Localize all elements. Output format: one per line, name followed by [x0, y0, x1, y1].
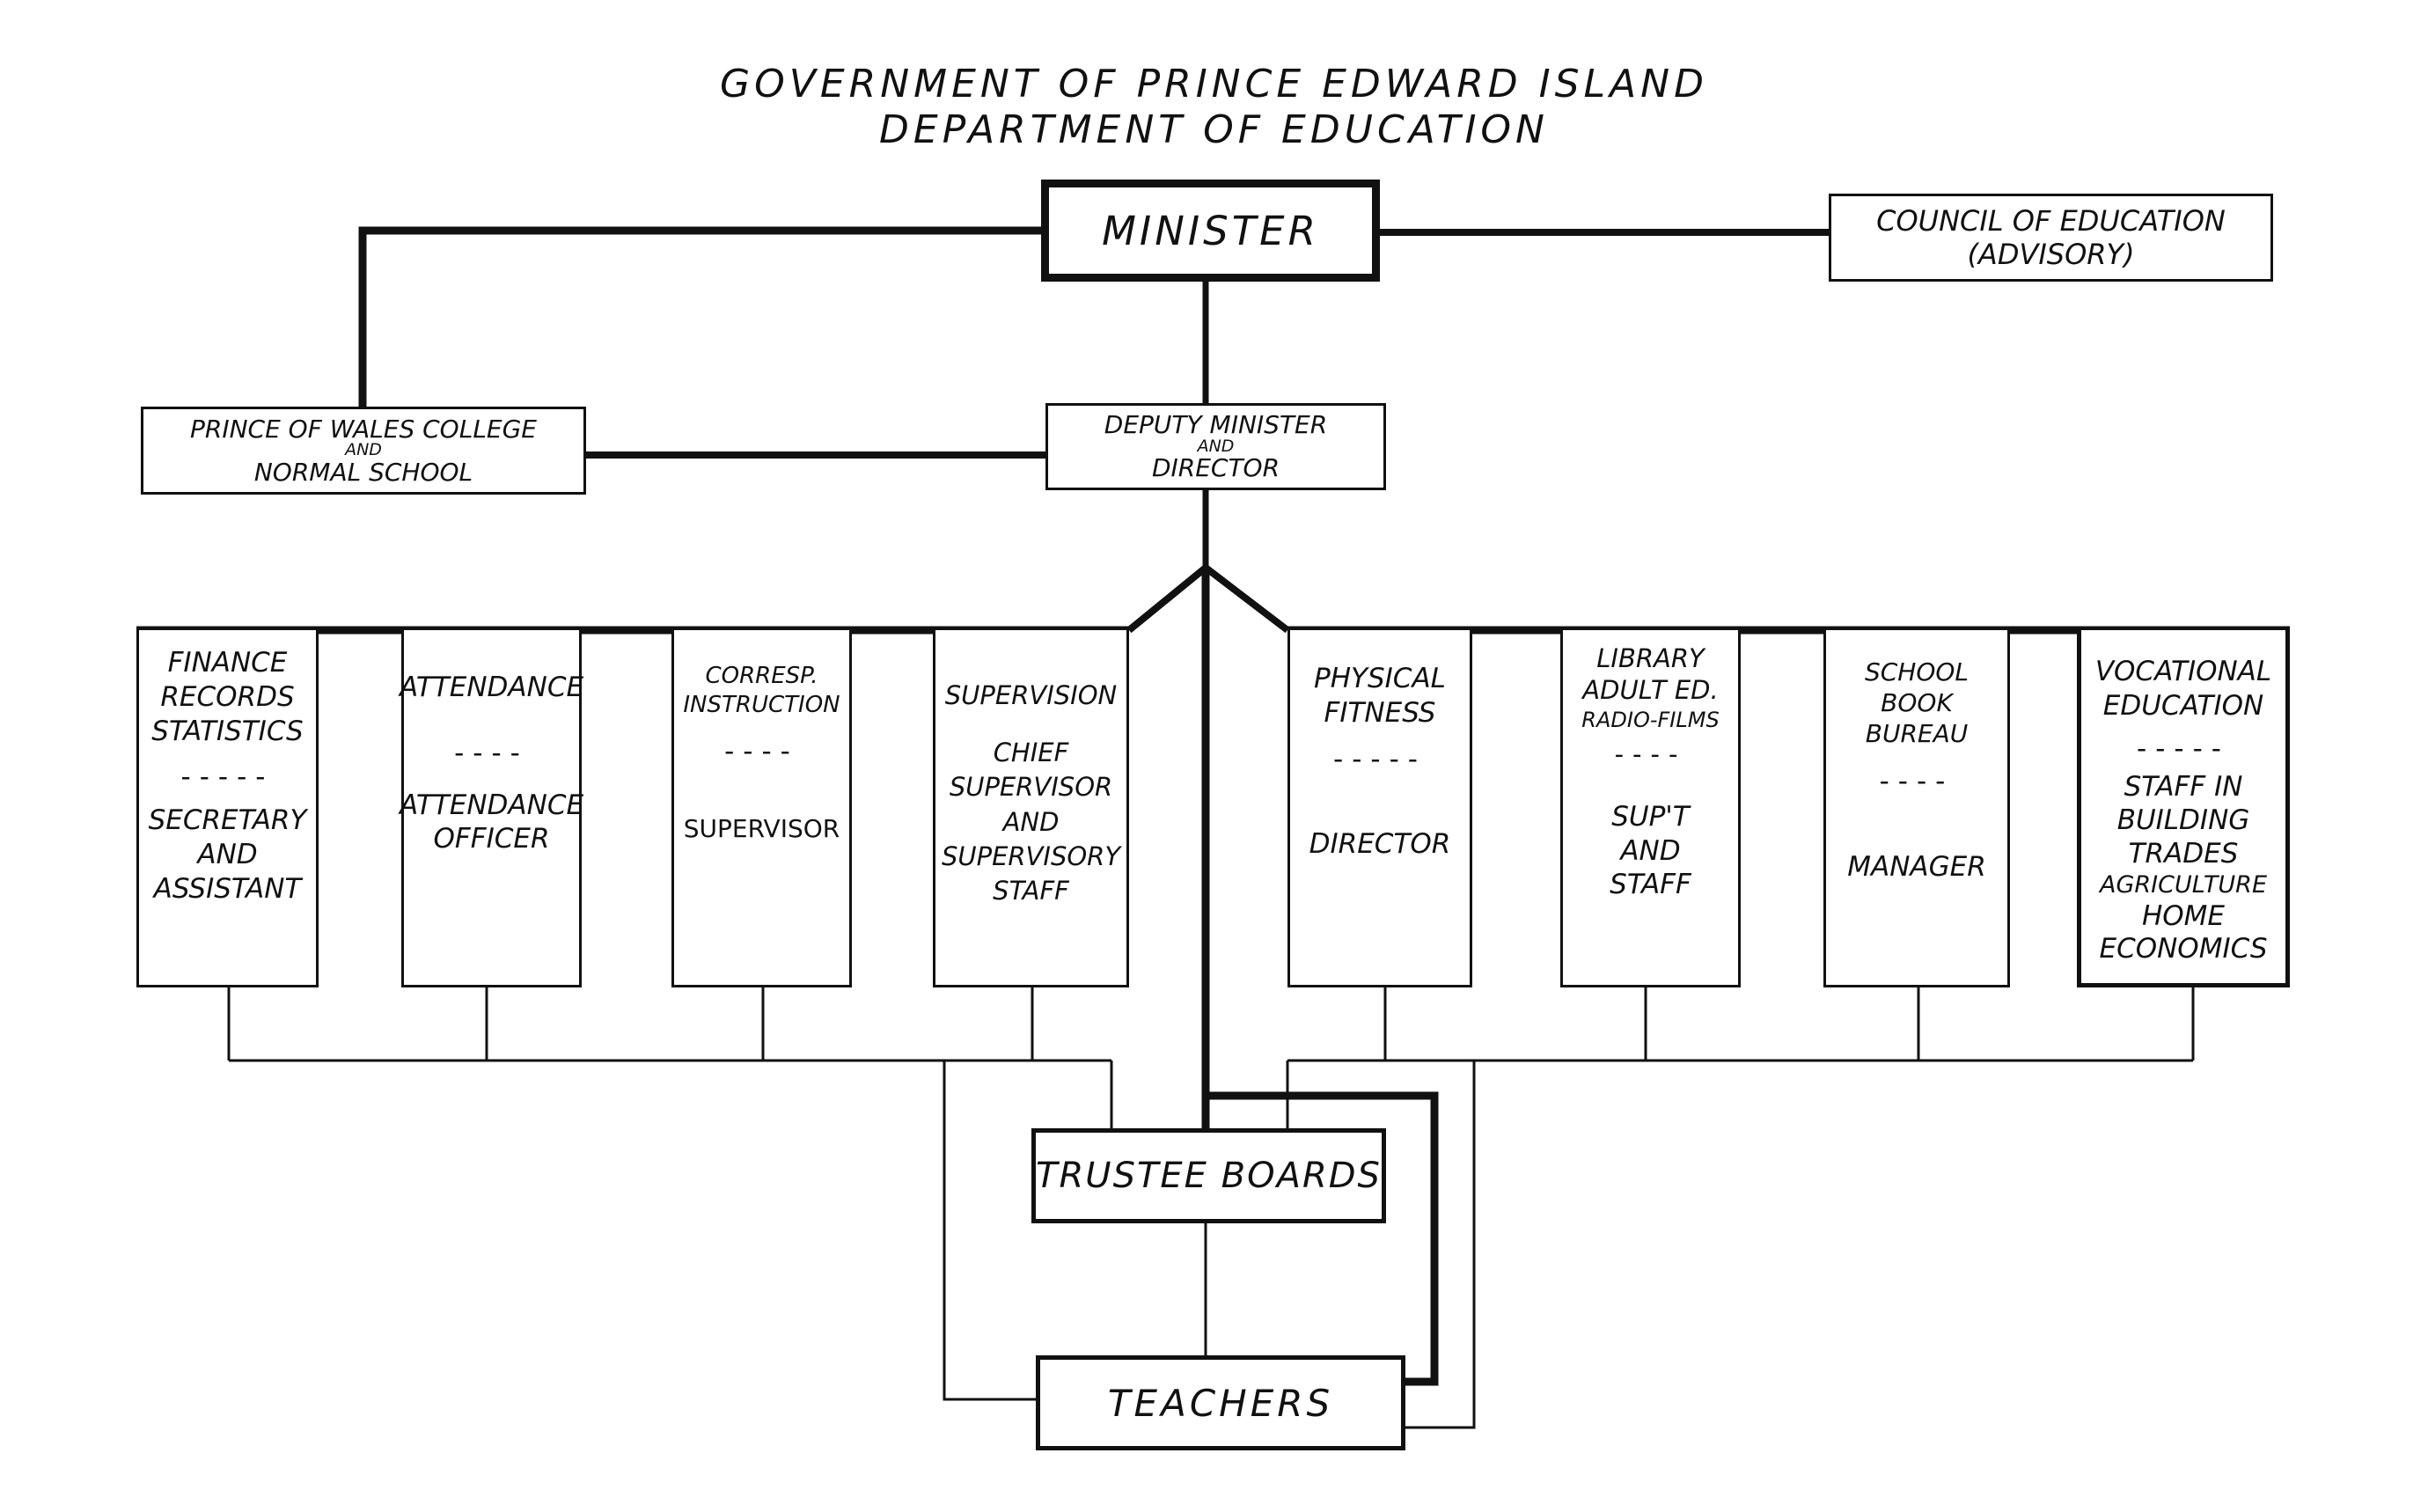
trustee-boards-box: Trustee Boards: [1031, 1128, 1386, 1223]
division-finance-body-3: Assistant: [153, 872, 302, 905]
division-library-body-3: Staff: [1610, 869, 1691, 901]
division-bookbureau-divider: ----: [1879, 766, 1955, 797]
deputy-label-and: and: [1197, 436, 1235, 456]
council-label-line2: (Advisory): [1967, 238, 2135, 271]
division-supervision-body-1: Chief: [993, 738, 1069, 768]
division-library-body-2: and: [1620, 834, 1681, 867]
trustee-boards-label: Trustee Boards: [1036, 1156, 1382, 1196]
division-attendance-body-1: Attendance: [399, 789, 584, 821]
division-library-head-3: Radio-Films: [1581, 707, 1720, 732]
division-library-head-1: Library: [1596, 643, 1705, 673]
chart-title-line1: Government of Prince Edward Island: [720, 62, 1708, 106]
college-label-line1: Prince of Wales College: [189, 414, 537, 444]
division-corresp-head-2: Instruction: [683, 691, 840, 718]
division-vocational-body-2: Building: [2116, 804, 2250, 837]
division-vocational: Vocational Education ----- Staff in Buil…: [2077, 630, 2290, 987]
division-corresp-body-1: Supervisor: [683, 813, 840, 843]
deputy-label-line1: Deputy Minister: [1104, 410, 1328, 440]
division-finance-body-1: Secretary: [148, 804, 307, 836]
council-label-line1: Council of Education: [1876, 203, 2226, 238]
division-physical-head-1: Physical: [1314, 663, 1446, 694]
division-attendance-divider: ----: [454, 737, 529, 769]
division-supervision-head-1: Supervision: [944, 680, 1118, 710]
college-label-and: and: [345, 440, 382, 460]
division-attendance-body-2: Officer: [433, 823, 550, 855]
division-supervision: Supervision Chief Supervisor and Supervi…: [933, 630, 1129, 987]
division-school-book-bureau: School Book Bureau ---- Manager: [1823, 630, 2010, 987]
division-supervision-body-2: Supervisor: [949, 772, 1113, 803]
council-box: Council of Education (Advisory): [1829, 194, 2273, 282]
division-bookbureau-head-1: School Book: [1864, 657, 1970, 717]
division-physical-divider: -----: [1333, 743, 1427, 775]
division-vocational-body-3: Trades: [2128, 837, 2239, 870]
division-library-head-2: Adult Ed.: [1582, 675, 1719, 706]
division-finance-head-2: Records: [160, 680, 295, 713]
division-vocational-body-4: Agriculture: [2099, 870, 2267, 899]
division-vocational-body-6: Economics: [2099, 933, 2268, 965]
division-attendance-head-1: Attendance: [399, 672, 584, 703]
college-label-line2: Normal School: [253, 457, 473, 487]
division-physical-head-2: Fitness: [1324, 696, 1436, 729]
division-library-body-1: Sup't: [1611, 800, 1690, 833]
division-corresp: Corresp. Instruction ---- Supervisor: [671, 630, 852, 987]
division-vocational-body-5: Home: [2141, 899, 2226, 932]
minister-label: Minister: [1102, 207, 1319, 254]
division-library-divider: ----: [1614, 738, 1687, 769]
division-library: Library Adult Ed. Radio-Films ---- Sup't…: [1560, 630, 1741, 987]
line-minister-college: [358, 226, 1041, 407]
division-supervision-body-3: and: [1002, 806, 1060, 837]
division-finance-divider: -----: [180, 761, 275, 794]
division-bookbureau-body-1: Manager: [1847, 850, 1986, 883]
teachers-label: Teachers: [1107, 1381, 1334, 1425]
deputy-label-line2: Director: [1151, 453, 1280, 483]
division-supervision-body-5: Staff: [993, 875, 1069, 906]
division-vocational-head-2: Education: [2102, 689, 2264, 722]
division-physical-body-1: Director: [1309, 828, 1451, 861]
chart-title-line2: Department of Education: [879, 107, 1549, 152]
teachers-box: Teachers: [1036, 1355, 1405, 1450]
college-box: Prince of Wales College and Normal Schoo…: [141, 407, 586, 495]
division-finance-head-1: Finance: [167, 647, 288, 679]
minister-box: Minister: [1041, 180, 1380, 282]
division-vocational-head-1: Vocational: [2094, 656, 2272, 687]
division-physical-fitness: Physical Fitness ----- Director: [1287, 630, 1472, 987]
division-finance: Finance Records Statistics ----- Secreta…: [136, 630, 319, 987]
deputy-minister-box: Deputy Minister and Director: [1045, 403, 1386, 490]
division-bookbureau-head-2: Bureau: [1865, 719, 1969, 748]
division-corresp-head-1: Corresp.: [705, 663, 818, 689]
division-finance-head-3: Statistics: [151, 715, 304, 747]
division-finance-body-2: and: [197, 838, 258, 870]
line-thick-loop: [1206, 1091, 1439, 1386]
division-corresp-divider: ----: [724, 736, 799, 767]
division-attendance: Attendance ---- Attendance Officer: [399, 630, 584, 987]
division-vocational-body-1: Staff in: [2124, 771, 2243, 804]
division-vocational-divider: -----: [2137, 732, 2230, 765]
division-supervision-body-4: Supervisory: [941, 840, 1121, 871]
